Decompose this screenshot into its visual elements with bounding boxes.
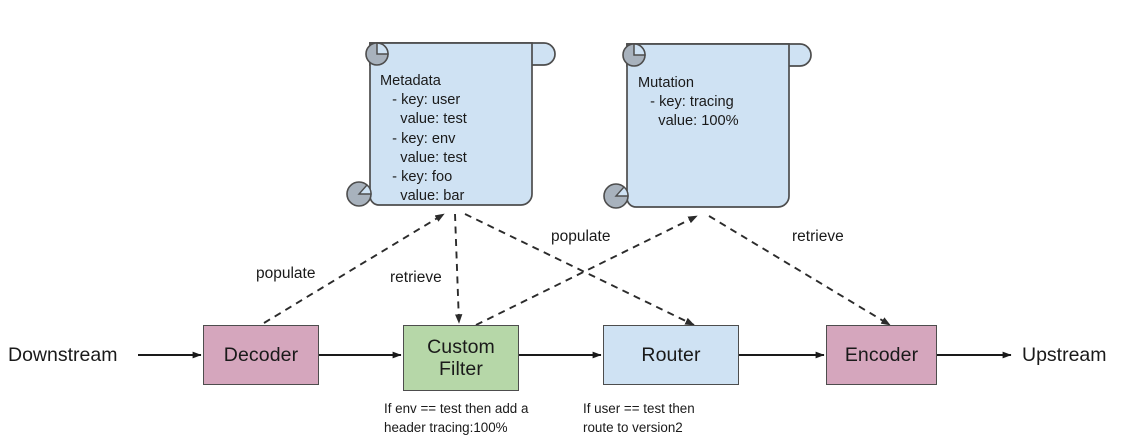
node-custom-filter[interactable]: Custom Filter (403, 325, 519, 391)
edge-metadata-customfilter-retrieve (454, 213, 463, 324)
metadata-scroll: Metadata - key: user value: test - key: … (338, 34, 560, 214)
caption-custom-filter: If env == test then add a header tracing… (384, 401, 529, 435)
mutation-scroll: Mutation - key: tracing value: 100% (598, 36, 820, 216)
endpoint-upstream: Upstream (1022, 344, 1107, 366)
caption-router: If user == test then route to version2 (583, 401, 695, 435)
endpoint-downstream: Downstream (8, 344, 118, 366)
node-decoder[interactable]: Decoder (203, 325, 319, 385)
edge-label-populate-metadata: populate (254, 265, 318, 283)
edge-label-populate-mutation: populate (549, 228, 613, 246)
mutation-scroll-text: Mutation - key: tracing value: 100% (638, 75, 739, 130)
edge-label-retrieve-metadata: retrieve (388, 269, 444, 287)
node-encoder[interactable]: Encoder (826, 325, 937, 385)
node-router[interactable]: Router (603, 325, 739, 385)
metadata-scroll-text: Metadata - key: user value: test - key: … (380, 73, 467, 205)
edge-label-retrieve-mutation: retrieve (790, 228, 846, 246)
